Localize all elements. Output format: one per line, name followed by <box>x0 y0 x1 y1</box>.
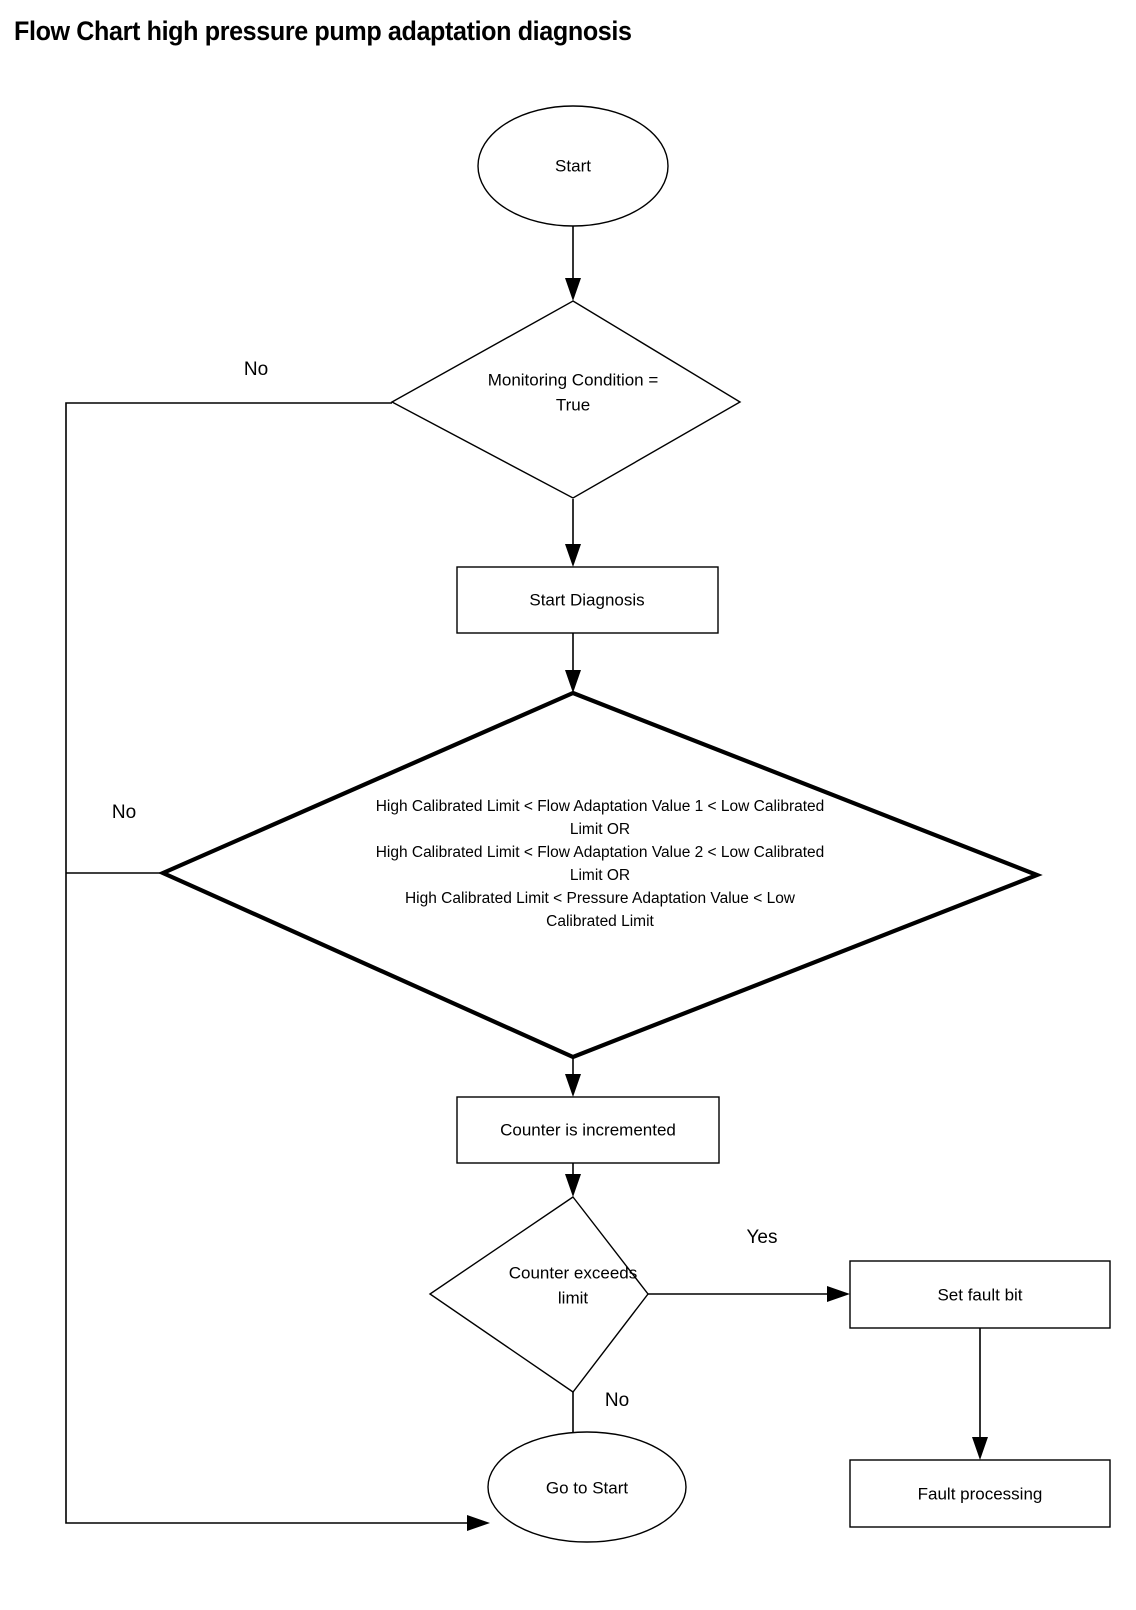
edge-limits-check-to-counter-increment <box>565 1057 581 1097</box>
node-counter-exceeds-label-line1: Counter exceeds <box>509 1263 638 1282</box>
node-limits-check[interactable]: High Calibrated Limit < Flow Adaptation … <box>157 690 1043 1060</box>
page-title: Flow Chart high pressure pump adaptation… <box>14 16 632 46</box>
edge-start-diagnosis-to-limits-check <box>565 633 581 693</box>
node-set-fault-bit[interactable]: Set fault bit <box>849 1260 1111 1329</box>
node-limits-check-label-line2: Limit OR <box>570 821 630 838</box>
node-start-diagnosis-label: Start Diagnosis <box>529 590 644 609</box>
node-counter-increment-label: Counter is incremented <box>500 1120 676 1139</box>
node-start[interactable]: Start <box>477 105 669 227</box>
node-set-fault-bit-label: Set fault bit <box>937 1285 1022 1304</box>
node-counter-exceeds[interactable]: Counter exceeds limit <box>428 1196 649 1393</box>
node-start-diagnosis[interactable]: Start Diagnosis <box>456 566 719 634</box>
node-limits-check-label-line5: High Calibrated Limit < Pressure Adaptat… <box>405 890 796 907</box>
node-fault-processing-label: Fault processing <box>918 1484 1043 1503</box>
node-monitoring-condition[interactable]: Monitoring Condition = True <box>390 300 742 499</box>
edge-start-to-monitoring <box>565 225 581 301</box>
edge-counter-exceeds-yes-to-set-fault-bit <box>648 1286 850 1302</box>
node-monitoring-condition-label-line2: True <box>556 395 590 414</box>
node-limits-check-label-line1: High Calibrated Limit < Flow Adaptation … <box>376 798 825 815</box>
node-fault-processing[interactable]: Fault processing <box>849 1459 1111 1528</box>
edge-counter-increment-to-counter-exceeds <box>565 1163 581 1197</box>
node-counter-exceeds-label-line2: limit <box>558 1288 588 1307</box>
edge-label-limits-no: No <box>112 802 136 823</box>
edge-label-monitoring-no: No <box>244 359 268 380</box>
node-start-label: Start <box>555 156 591 175</box>
node-limits-check-label-line3: High Calibrated Limit < Flow Adaptation … <box>376 844 825 861</box>
node-go-to-start[interactable]: Go to Start <box>487 1431 687 1543</box>
node-counter-increment[interactable]: Counter is incremented <box>456 1096 720 1164</box>
edge-set-fault-bit-to-fault-processing <box>972 1328 988 1460</box>
edge-label-counter-yes: Yes <box>747 1227 778 1248</box>
node-limits-check-label-line4: Limit OR <box>570 867 630 884</box>
edge-monitoring-to-start-diagnosis <box>565 499 581 567</box>
node-limits-check-label-line6: Calibrated Limit <box>546 913 654 930</box>
edge-label-counter-no: No <box>605 1390 629 1411</box>
node-monitoring-condition-label-line1: Monitoring Condition = <box>488 370 659 389</box>
node-go-to-start-label: Go to Start <box>546 1478 628 1497</box>
edge-monitoring-no-to-go-to-start <box>65 402 490 1531</box>
